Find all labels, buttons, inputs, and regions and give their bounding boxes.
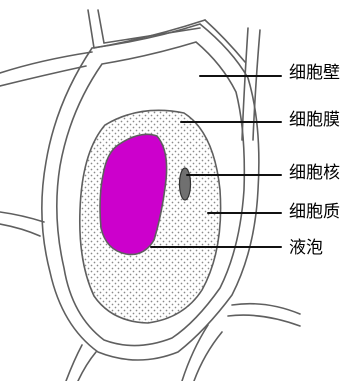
label-nucleus: 细胞核: [289, 163, 340, 183]
label-cytoplasm: 细胞质: [289, 202, 340, 222]
label-cell-membrane: 细胞膜: [289, 110, 340, 130]
label-vacuole: 液泡: [289, 238, 323, 258]
nucleus-shape: [180, 168, 191, 200]
label-cell-wall: 细胞壁: [289, 63, 340, 83]
